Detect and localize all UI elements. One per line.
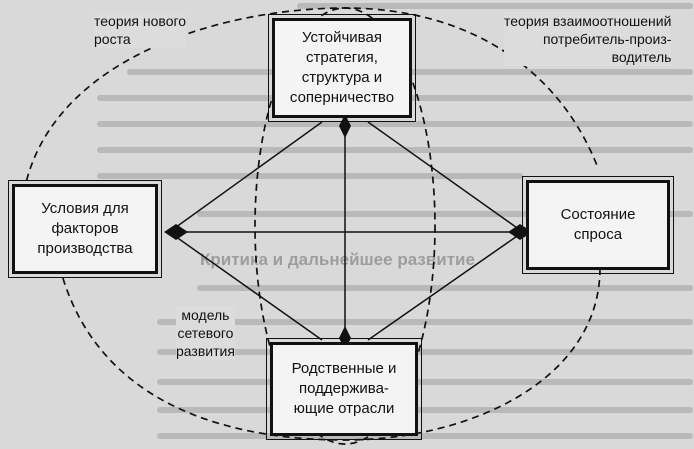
- dashed-curve-consumer-theory: [59, 267, 601, 441]
- box-factor-conditions: Условия для факторов производства: [8, 180, 162, 278]
- dashed-curve-growth-theory: [21, 7, 599, 205]
- arrow-head-top: [339, 114, 351, 138]
- box-strategy-structure-rivalry: Устойчивая стратегия, структура и соперн…: [268, 14, 416, 122]
- box-demand-conditions: Состояние спроса: [522, 176, 674, 274]
- bleed-heading: Критика и дальнейшее развитие: [200, 250, 475, 269]
- connector-strategy-demand: [367, 121, 521, 231]
- label-network-development-model: модель сетевого развития: [176, 306, 235, 360]
- box-related-supporting-industries: Родственные и поддержива- ющие отрасли: [266, 338, 422, 440]
- label-new-growth-theory: теория нового роста: [94, 12, 187, 48]
- arrow-head-left: [164, 224, 188, 240]
- connector-industries-factors: [171, 233, 323, 341]
- connector-strategy-factors: [171, 121, 323, 231]
- label-consumer-producer-theory: теория взаимоотношений потребитель-произ…: [504, 12, 672, 66]
- connector-industries-demand: [367, 233, 521, 341]
- dashed-ellipse-network-model: [254, 7, 436, 445]
